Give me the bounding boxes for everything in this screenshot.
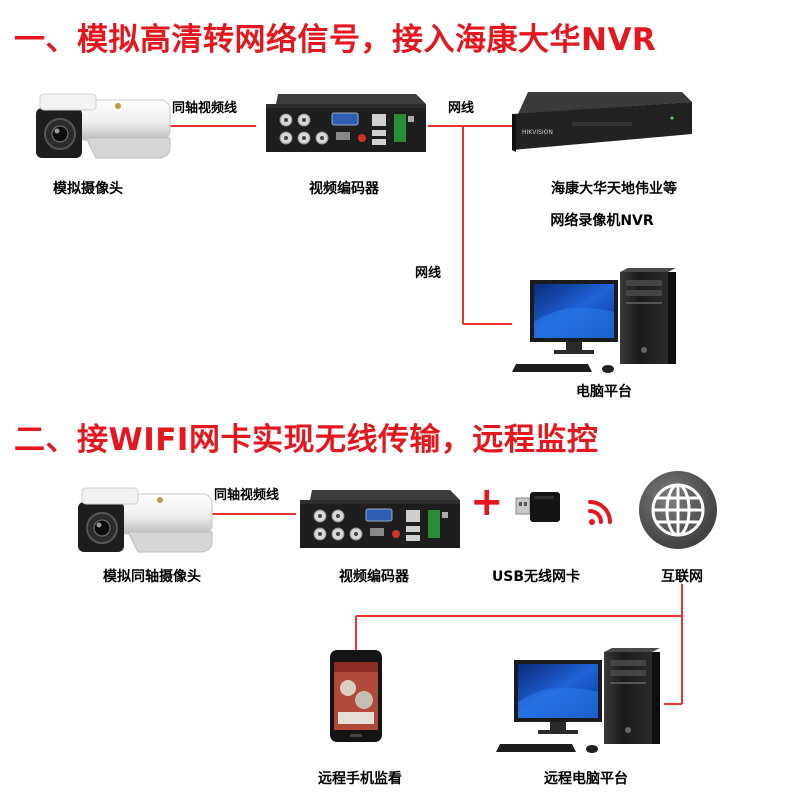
usb-wifi-label: USB无线网卡 bbox=[491, 569, 581, 585]
coax-cable-label: 同轴视频线 bbox=[172, 101, 238, 116]
globe-icon bbox=[639, 471, 717, 549]
plus-sign: + bbox=[470, 479, 504, 525]
network-cable-label: 网线 bbox=[415, 266, 442, 281]
nvr-recorder-icon bbox=[512, 92, 692, 152]
video-encoder-icon bbox=[299, 489, 461, 549]
desktop-computer-icon bbox=[496, 648, 660, 753]
remote-pc-label: 远程电脑平台 bbox=[544, 771, 628, 787]
encoder-label: 视频编码器 bbox=[309, 181, 379, 197]
pc-label: 电脑平台 bbox=[576, 384, 632, 400]
desktop-computer-icon bbox=[512, 268, 676, 373]
video-encoder-icon bbox=[265, 93, 427, 153]
phone-label: 远程手机监看 bbox=[318, 771, 402, 787]
network-cable-label: 网线 bbox=[448, 101, 475, 116]
camera-label: 模拟同轴摄像头 bbox=[103, 569, 201, 585]
bullet-camera-icon bbox=[35, 93, 171, 159]
nvr-label: 网络录像机NVR bbox=[550, 213, 654, 229]
internet-label: 互联网 bbox=[661, 569, 703, 585]
wifi-signal-icon bbox=[588, 500, 612, 525]
usb-wifi-dongle-icon bbox=[515, 492, 560, 522]
encoder-label: 视频编码器 bbox=[339, 569, 409, 585]
section2-title: 二、接WIFI网卡实现无线传输，远程监控 bbox=[14, 422, 599, 458]
bullet-camera-icon bbox=[77, 487, 213, 553]
coax-cable-label: 同轴视频线 bbox=[214, 488, 280, 503]
smartphone-icon bbox=[330, 650, 382, 742]
nvr-label: 海康大华天地伟业等 bbox=[551, 181, 677, 197]
section1-title: 一、模拟高清转网络信号，接入海康大华NVR bbox=[14, 22, 657, 58]
camera-label: 模拟摄像头 bbox=[53, 181, 123, 197]
